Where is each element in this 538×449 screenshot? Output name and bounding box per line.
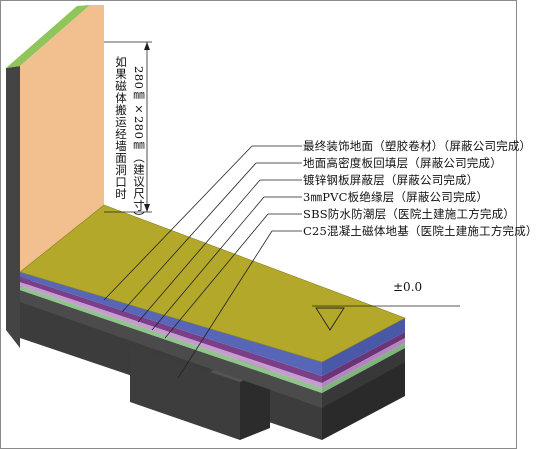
layer-label-finish: 最终装饰地面（塑胶卷材）（屏蔽公司完成） — [303, 139, 532, 153]
pit-front — [130, 345, 240, 440]
layer-label-backfill: 地面高密度板回填层（屏蔽公司完成） — [303, 156, 502, 170]
foundation-lower-side — [322, 360, 405, 440]
dimension-arrow-top — [144, 42, 150, 50]
leader-layer-6 — [177, 230, 273, 379]
leader-layer-2 — [121, 162, 257, 313]
elevation-triangle — [315, 307, 345, 331]
floor-top-surface — [19, 204, 406, 363]
layer-concrete-side — [322, 348, 405, 408]
leader-layer-5 — [164, 213, 269, 339]
wall-front-face — [20, 5, 104, 272]
layer-pvc-side — [322, 338, 405, 388]
layer-label-sbs: SBS防水防潮层（医院土建施工方完成） — [303, 207, 516, 221]
layer-pvc-front — [20, 282, 322, 388]
layer-label-concrete: C25混凝土磁体地基（医院土建施工方完成） — [303, 224, 538, 238]
layer-backfill-side — [322, 318, 405, 376]
leader-layer-4 — [151, 196, 265, 331]
wall-note-line1: 如果磁体搬运经墙面洞口时 — [114, 56, 128, 200]
floor-section-drawing — [6, 5, 460, 440]
leader-layer-1 — [103, 145, 253, 301]
layer-label-pvc: 3㎜PVC板绝缘层（屏蔽公司完成） — [303, 190, 489, 204]
dimension-arrow-bottom — [144, 204, 150, 212]
wall-top-face — [6, 5, 90, 68]
leader-layer-3 — [137, 179, 261, 323]
layer-concrete-front — [20, 290, 322, 408]
layer-sbs-front — [20, 286, 322, 393]
callout-leaders — [103, 145, 302, 379]
layer-steel-front — [20, 277, 322, 383]
layer-steel-side — [322, 332, 405, 383]
layer-sbs-side — [322, 343, 405, 393]
layer-backfill-front — [20, 272, 322, 376]
wall-note-line2: 280㎜×280㎜（建议尺寸） — [132, 66, 146, 224]
layer-label-steel: 镀锌钢板屏蔽层（屏蔽公司完成） — [303, 173, 479, 187]
elevation-label: ±0.0 — [393, 280, 423, 294]
wall-left-face — [6, 66, 20, 348]
